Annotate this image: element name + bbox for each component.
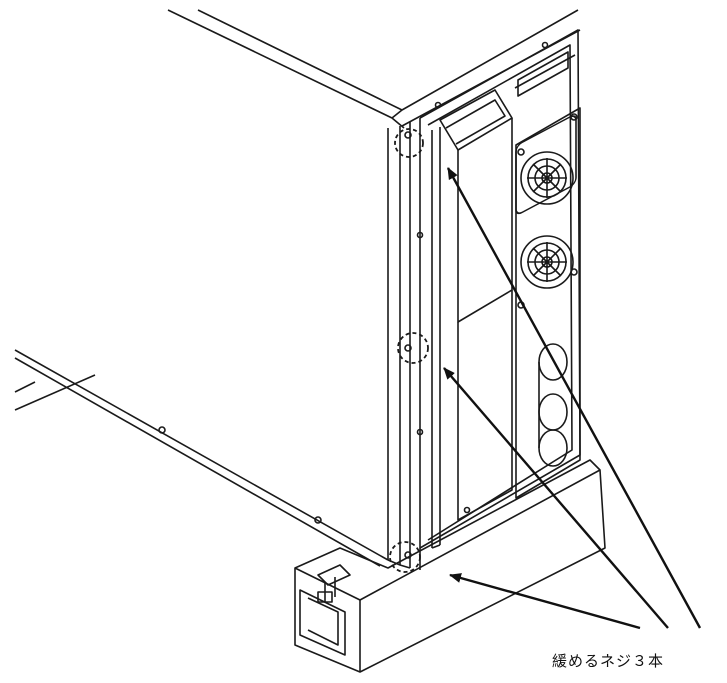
fan-2: [520, 235, 574, 289]
front-bezel: [387, 118, 421, 570]
inner-rail: [431, 127, 441, 549]
screw-highlights: [389, 128, 429, 573]
base-stand: [294, 459, 606, 673]
screw-highlight-top: [394, 128, 424, 158]
stand-latch: [317, 564, 351, 603]
fan-1: [515, 115, 577, 215]
chassis-top-panel: [167, 9, 581, 129]
front-handle: [439, 89, 513, 521]
chassis-side-panel: [14, 349, 389, 567]
leader-arrows: [443, 167, 702, 630]
screw-highlight-bottom: [389, 541, 421, 573]
screw-caption: 緩めるネジ３本: [552, 652, 665, 670]
arrow-to-top-screw: [446, 167, 702, 629]
arrow-to-middle-screw: [443, 367, 669, 629]
arrow-to-bottom-screw: [449, 573, 641, 630]
screw-highlight-middle: [397, 332, 429, 364]
front-panel: [416, 29, 581, 549]
handle-slot: [514, 51, 576, 97]
round-connectors: [538, 343, 568, 467]
